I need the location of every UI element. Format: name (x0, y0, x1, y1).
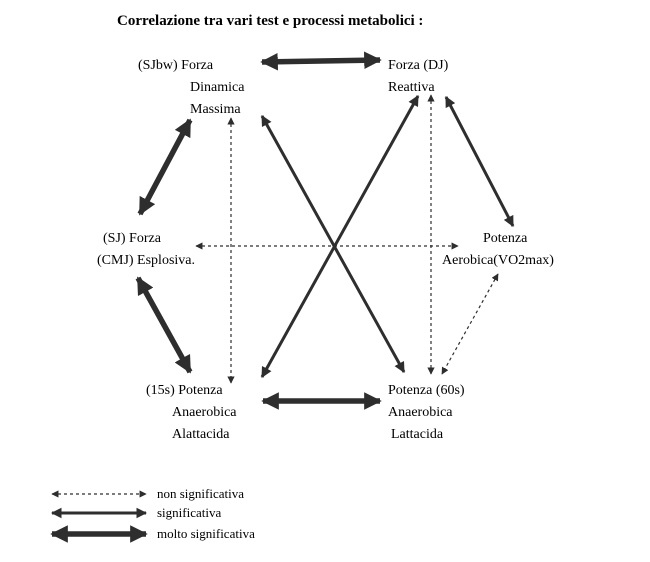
arrow-reattiva-alattacida (260, 95, 420, 378)
legend-label-molto-significativa: molto significativa (157, 526, 255, 541)
legend-label-significativa: significativa (157, 505, 221, 520)
node-potenza-aerobica-line2: Aerobica(VO2max) (442, 253, 554, 268)
arrow-dinamica-esplosiva (137, 118, 193, 216)
arrow-dinamica-lattacida (260, 115, 406, 373)
node-forza-dinamica-line1: (SJbw) Forza (138, 58, 214, 73)
node-forza-dinamica-line3: Massima (190, 102, 241, 117)
node-potenza-lattacida-line2: Anaerobica (388, 405, 453, 420)
node-forza-reattiva-line2: Reattiva (388, 80, 435, 95)
legend: non significativa significativa molto si… (50, 486, 255, 543)
node-forza-dinamica-line2: Dinamica (190, 80, 245, 95)
node-forza-reattiva: Forza (DJ) Reattiva (388, 58, 449, 95)
node-potenza-lattacida: Potenza (60s) Anaerobica Lattacida (388, 383, 465, 442)
arrow-dinamica-reattiva (260, 51, 382, 71)
node-potenza-aerobica-line1: Potenza (483, 231, 528, 246)
node-forza-esplosiva-line2: (CMJ) Esplosiva. (97, 253, 195, 268)
node-forza-esplosiva: (SJ) Forza (CMJ) Esplosiva. (97, 231, 195, 268)
node-potenza-alattacida-line2: Anaerobica (172, 405, 237, 420)
diagram-title: Correlazione tra vari test e processi me… (117, 13, 423, 29)
node-forza-esplosiva-line1: (SJ) Forza (103, 231, 162, 246)
node-potenza-lattacida-line1: Potenza (60s) (388, 383, 465, 398)
arrow-aerobica-lattacida-dashed (441, 273, 499, 375)
node-potenza-alattacida: (15s) Potenza Anaerobica Alattacida (146, 383, 237, 442)
node-potenza-alattacida-line1: (15s) Potenza (146, 383, 223, 398)
node-potenza-lattacida-line3: Lattacida (391, 427, 444, 442)
legend-label-non-significativa: non significativa (157, 486, 244, 501)
node-potenza-aerobica: Potenza Aerobica(VO2max) (442, 231, 554, 268)
node-forza-dinamica: (SJbw) Forza Dinamica Massima (138, 58, 245, 117)
node-forza-reattiva-line1: Forza (DJ) (388, 58, 449, 73)
arrow-esplosiva-alattacida (135, 276, 193, 374)
node-potenza-alattacida-line3: Alattacida (172, 427, 230, 442)
arrow-reattiva-aerobica (444, 96, 515, 227)
